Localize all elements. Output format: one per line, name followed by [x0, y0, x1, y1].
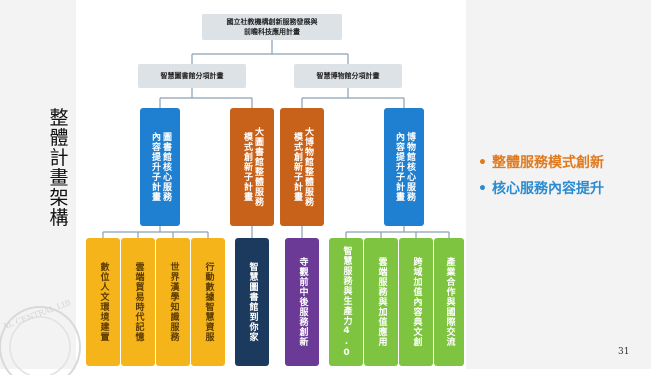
library-model-subplan-label: 大圖書館整體服務 模式創新子計畫	[242, 127, 263, 207]
bullet-list: •整體服務模式創新 •核心服務內容提升	[478, 150, 604, 202]
page-number: 31	[618, 347, 630, 357]
connector-lines	[102, 40, 450, 238]
museum-model-subplan-box: 大博物館整體服務 模式創新子計畫	[280, 108, 324, 226]
museum-core-subplan-box: 博物館核心服務 內容提升子計畫	[384, 108, 424, 226]
leaf-digital-humanities: 數位人文環境建置	[86, 238, 120, 366]
leaf-smart-service-productivity: 智慧服務與生產力4.0	[329, 238, 363, 366]
org-chart: 國立社教機構創新服務發展與 前瞻科技應用計畫 智慧圖書館分項計畫 智慧博物館分項…	[80, 6, 464, 368]
smart-library-branch-box: 智慧圖書館分項計畫	[138, 64, 246, 88]
bullet-item-model-innovation: •整體服務模式創新	[478, 155, 604, 171]
leaf-cross-domain-creative: 跨域加值內容典文創	[399, 238, 433, 366]
library-core-subplan-label: 圖書館核心服務 內容提升子計畫	[150, 132, 171, 202]
leaf-cloud-trade-memory: 雲端貿易時代記憶	[121, 238, 155, 366]
bullet-item-core-content: •核心服務內容提升	[478, 181, 604, 197]
root-plan-box: 國立社教機構創新服務發展與 前瞻科技應用計畫	[202, 14, 342, 40]
museum-model-subplan-label: 大博物館整體服務 模式創新子計畫	[292, 127, 313, 207]
leaf-industry-international: 產業合作與國際交流	[434, 238, 464, 366]
leaf-cloud-value-added: 雲端服務與加值應用	[364, 238, 398, 366]
leaf-sinology-knowledge: 世界漢學知識服務	[156, 238, 190, 366]
library-core-subplan-box: 圖書館核心服務 內容提升子計畫	[140, 108, 180, 226]
slide-title: 整體計畫架構	[49, 107, 69, 229]
bullet-text: 核心服務內容提升	[492, 181, 604, 197]
leaf-mobile-data-service: 行動數據智慧資服	[191, 238, 225, 366]
museum-core-subplan-label: 博物館核心服務 內容提升子計畫	[394, 132, 415, 202]
bullet-text: 整體服務模式創新	[492, 155, 604, 171]
leaf-smart-library-home: 智慧圖書館到你家	[235, 238, 269, 366]
library-seal-watermark: AL CENTRAL LIB	[0, 298, 81, 375]
library-model-subplan-box: 大圖書館整體服務 模式創新子計畫	[230, 108, 274, 226]
smart-museum-branch-box: 智慧博物館分項計畫	[294, 64, 402, 88]
leaf-visit-service-innovation: 寺觀前中後服務創新	[285, 238, 319, 366]
right-panel	[466, 0, 651, 369]
